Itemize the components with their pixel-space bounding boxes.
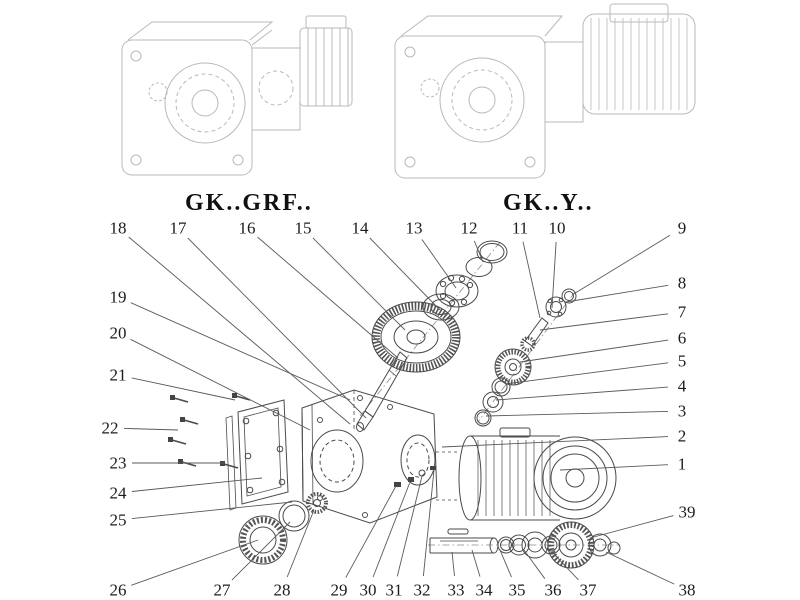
- callout-28: 28: [273, 580, 291, 600]
- callout-37: 37: [579, 580, 597, 600]
- callout-19: 19: [109, 287, 127, 307]
- leader-line-21: [131, 377, 236, 401]
- leader-line-3: [485, 410, 669, 417]
- callout-24: 24: [109, 483, 127, 503]
- model-label-gk-y: GK..Y..: [503, 190, 594, 216]
- callout-11: 11: [511, 218, 529, 238]
- leader-line-20: [130, 338, 311, 431]
- callout-21: 21: [109, 365, 127, 385]
- leader-line-15: [312, 237, 406, 331]
- leader-line-14: [369, 237, 441, 311]
- callout-12: 12: [460, 218, 478, 238]
- leader-line-1: [559, 464, 669, 471]
- leader-line-39: [589, 515, 674, 539]
- callout-39: 39: [678, 502, 696, 522]
- callout-8: 8: [677, 273, 687, 293]
- leader-line-9: [571, 234, 671, 296]
- part-output-bearing-set-left: [238, 492, 328, 565]
- part-bolts: [168, 393, 251, 469]
- callout-25: 25: [109, 510, 127, 530]
- part-input-pinion-set: [474, 288, 577, 427]
- part-main-gear: [371, 301, 461, 373]
- callout-29: 29: [330, 580, 348, 600]
- callout-35: 35: [508, 580, 526, 600]
- callout-15: 15: [294, 218, 312, 238]
- leader-line-6: [519, 339, 669, 363]
- callout-14: 14: [351, 218, 369, 238]
- leader-line-11: [522, 241, 541, 319]
- leader-line-13: [421, 239, 457, 289]
- assembled-view-gk-grf: [121, 15, 353, 176]
- callout-22: 22: [101, 418, 119, 438]
- callout-9: 9: [677, 218, 687, 238]
- callout-30: 30: [359, 580, 377, 600]
- leader-line-22: [123, 427, 179, 431]
- callout-38: 38: [678, 580, 696, 600]
- callout-20: 20: [109, 323, 127, 343]
- callout-34: 34: [475, 580, 493, 600]
- leader-line-31: [396, 475, 423, 577]
- part-bearing-upper: [422, 274, 479, 321]
- leader-line-16: [257, 236, 399, 359]
- callout-2: 2: [677, 426, 687, 446]
- callout-36: 36: [544, 580, 562, 600]
- leader-line-17: [187, 237, 367, 419]
- callout-16: 16: [238, 218, 256, 238]
- leader-line-35: [499, 549, 512, 578]
- callout-6: 6: [677, 328, 687, 348]
- callout-17: 17: [169, 218, 187, 238]
- leader-line-32: [422, 469, 435, 577]
- leader-line-36: [523, 549, 546, 579]
- leader-line-30: [372, 481, 411, 578]
- callout-13: 13: [405, 218, 423, 238]
- assembled-view-gk-y: [394, 3, 696, 179]
- callout-27: 27: [213, 580, 231, 600]
- leader-line-19: [130, 302, 351, 401]
- part-retaining-rings-upper: [465, 240, 508, 277]
- leader-line-10: [551, 241, 557, 309]
- model-label-gk-grf: GK..GRF..: [185, 190, 313, 216]
- callout-33: 33: [447, 580, 465, 600]
- part-housing: [301, 389, 438, 524]
- leader-line-7: [539, 313, 669, 331]
- callout-4: 4: [677, 376, 687, 396]
- part-output-shaft-set: [429, 521, 621, 569]
- callout-18: 18: [109, 218, 127, 238]
- callout-31: 31: [385, 580, 403, 600]
- callout-5: 5: [677, 351, 687, 371]
- leader-line-25: [131, 501, 293, 520]
- leader-line-38: [605, 551, 675, 585]
- leader-line-12: [473, 240, 484, 263]
- leader-line-28: [286, 509, 315, 578]
- axis-input-shaft: [477, 291, 576, 423]
- leader-line-18: [128, 236, 351, 425]
- callout-10: 10: [548, 218, 566, 238]
- leader-line-26: [131, 539, 259, 586]
- callout-23: 23: [109, 453, 127, 473]
- axis-main-shaft: [359, 241, 501, 417]
- part-main-shaft: [356, 351, 408, 432]
- part-motor: [436, 427, 617, 521]
- leader-line-24: [131, 477, 263, 492]
- leader-line-5: [504, 362, 669, 385]
- leader-line-29: [345, 485, 397, 578]
- leader-line-4: [495, 386, 669, 401]
- leader-line-33: [451, 551, 455, 577]
- callout-7: 7: [677, 302, 687, 322]
- callout-1: 1: [677, 454, 687, 474]
- leader-line-2: [441, 436, 669, 448]
- leader-line-34: [471, 549, 481, 577]
- callout-26: 26: [109, 580, 127, 600]
- callout-32: 32: [413, 580, 431, 600]
- callout-3: 3: [677, 401, 687, 421]
- leader-line-37: [551, 551, 579, 581]
- leader-line-8: [565, 284, 669, 303]
- leader-line-27: [231, 521, 291, 581]
